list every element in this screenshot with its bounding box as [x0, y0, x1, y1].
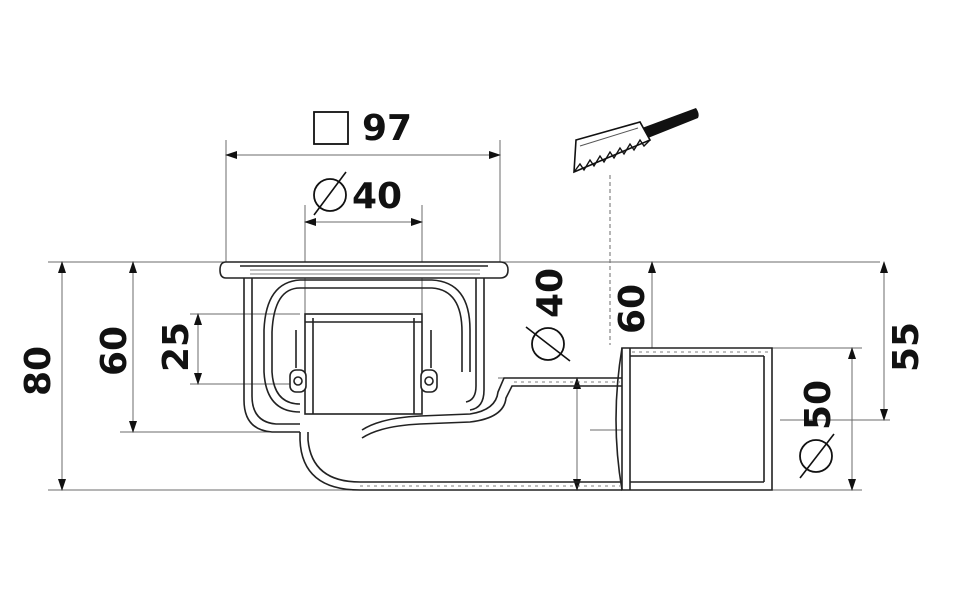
dim-height-far-right: 55 — [886, 322, 927, 372]
dim-height-inner: 25 — [156, 322, 197, 372]
dim-side-outlet-diameter: 40 — [530, 268, 571, 318]
dim-height-body: 60 — [94, 326, 135, 376]
dim-height-right: 60 — [612, 284, 653, 334]
dim-square-width: 97 — [362, 108, 412, 149]
diameter-symbol-pipe — [799, 433, 835, 479]
square-symbol — [313, 111, 349, 145]
dim-outlet-diameter-top: 40 — [352, 176, 402, 217]
drain-body — [219, 261, 773, 491]
diameter-symbol-side — [525, 326, 571, 362]
dim-height-total: 80 — [18, 346, 59, 396]
saw-icon — [573, 108, 699, 174]
diameter-symbol-top — [313, 171, 347, 216]
dimension-arrows — [58, 151, 888, 491]
dim-pipe-diameter: 50 — [798, 380, 839, 430]
